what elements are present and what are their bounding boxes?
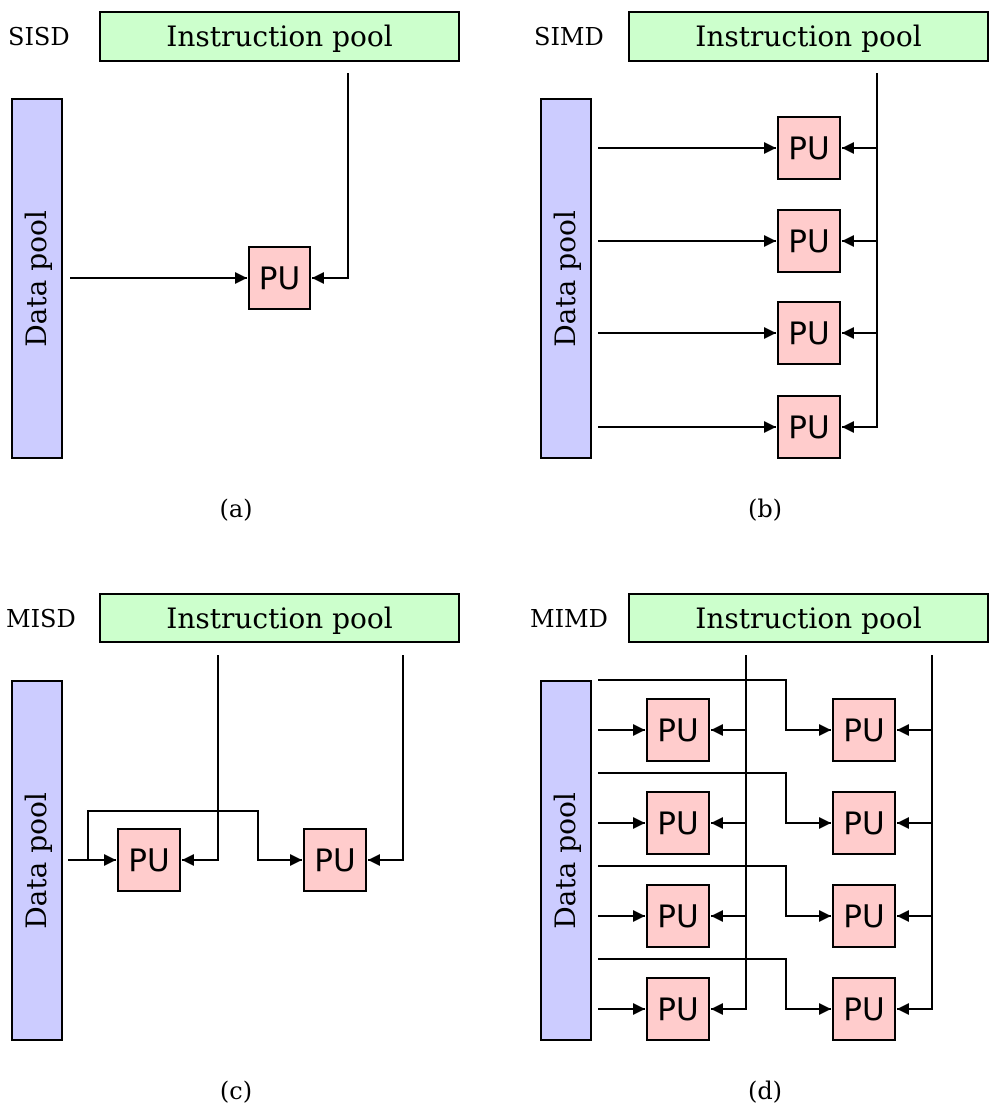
- instruction-pool-label: Instruction pool: [166, 602, 392, 635]
- connectors: [70, 73, 349, 284]
- data-arrow: [598, 958, 831, 1015]
- instruction-pool: Instruction pool: [99, 11, 460, 62]
- connectors: [68, 655, 404, 866]
- data-forward-arrow: [87, 810, 302, 866]
- panel-mimd: MIMD Instruction pool Data pool PU PU PU…: [530, 593, 989, 1105]
- pu-label: PU: [843, 806, 884, 842]
- instruction-arrow: [368, 655, 404, 866]
- data-arrow: [598, 679, 831, 736]
- pu-label: PU: [843, 899, 884, 935]
- processing-unit: PU: [646, 698, 710, 762]
- data-pool-label: Data pool: [20, 792, 53, 929]
- processing-unit: PU: [832, 698, 896, 762]
- pu-label: PU: [128, 843, 169, 879]
- instruction-pool: Instruction pool: [99, 593, 460, 643]
- processing-unit: PU: [248, 246, 311, 310]
- pu-label: PU: [657, 899, 698, 935]
- processing-unit: PU: [646, 791, 710, 855]
- panel-sisd: SISD Instruction pool Data pool PU (a): [8, 11, 460, 523]
- instruction-pool-label: Instruction pool: [166, 20, 392, 53]
- data-arrow: [598, 772, 831, 829]
- panel-simd: SIMD Instruction pool Data pool PU PU PU…: [534, 11, 989, 523]
- processing-unit: PU: [832, 977, 896, 1041]
- data-pool: Data pool: [11, 680, 63, 1041]
- data-pool: Data pool: [540, 98, 592, 459]
- panel-title: SISD: [8, 23, 70, 51]
- connectors: [598, 73, 878, 433]
- pu-label: PU: [788, 131, 829, 167]
- panel-caption: (c): [220, 1077, 252, 1105]
- instruction-pool: Instruction pool: [628, 593, 989, 643]
- instruction-bus: [739, 655, 747, 1010]
- connectors: [598, 655, 933, 1015]
- processing-unit: PU: [777, 209, 841, 273]
- processing-unit: PU: [832, 791, 896, 855]
- processing-unit: PU: [646, 977, 710, 1041]
- pu-label: PU: [657, 806, 698, 842]
- processing-unit: PU: [303, 828, 367, 892]
- instruction-bus: [870, 73, 878, 428]
- instruction-pool: Instruction pool: [628, 11, 989, 62]
- instruction-bus: [925, 655, 933, 1010]
- instruction-arrow: [312, 73, 349, 284]
- data-pool-label: Data pool: [20, 210, 53, 347]
- panel-title: MISD: [6, 605, 76, 633]
- instruction-pool-label: Instruction pool: [695, 20, 921, 53]
- data-arrow: [598, 865, 831, 922]
- pu-label: PU: [259, 261, 300, 297]
- data-pool: Data pool: [11, 98, 63, 459]
- panel-caption: (d): [748, 1077, 782, 1105]
- pu-label: PU: [843, 713, 884, 749]
- pu-label: PU: [657, 713, 698, 749]
- pu-label: PU: [788, 224, 829, 260]
- panel-caption: (a): [219, 495, 252, 523]
- processing-unit: PU: [777, 395, 841, 459]
- panel-misd: MISD Instruction pool Data pool PU PU (c…: [6, 593, 460, 1105]
- pu-label: PU: [788, 410, 829, 446]
- instruction-pool-label: Instruction pool: [695, 602, 921, 635]
- pu-label: PU: [843, 992, 884, 1028]
- instruction-arrow: [182, 655, 219, 866]
- panel-title: MIMD: [530, 605, 608, 633]
- processing-unit: PU: [646, 884, 710, 948]
- data-pool-label: Data pool: [549, 792, 582, 929]
- processing-unit: PU: [777, 301, 841, 365]
- pu-label: PU: [788, 316, 829, 352]
- data-pool-label: Data pool: [549, 210, 582, 347]
- pu-label: PU: [657, 992, 698, 1028]
- processing-unit: PU: [832, 884, 896, 948]
- pu-label: PU: [314, 843, 355, 879]
- data-pool: Data pool: [540, 680, 592, 1041]
- panel-caption: (b): [748, 495, 782, 523]
- panel-title: SIMD: [534, 23, 604, 51]
- processing-unit: PU: [117, 828, 181, 892]
- processing-unit: PU: [777, 116, 841, 180]
